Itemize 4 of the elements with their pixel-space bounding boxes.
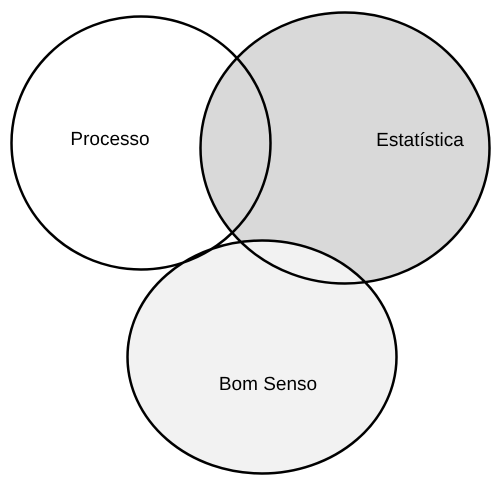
circle-label: Processo [70,129,150,151]
circle-label: Bom Senso [218,374,318,396]
circle-label: Estatística [376,130,464,152]
venn-circle [126,239,398,475]
